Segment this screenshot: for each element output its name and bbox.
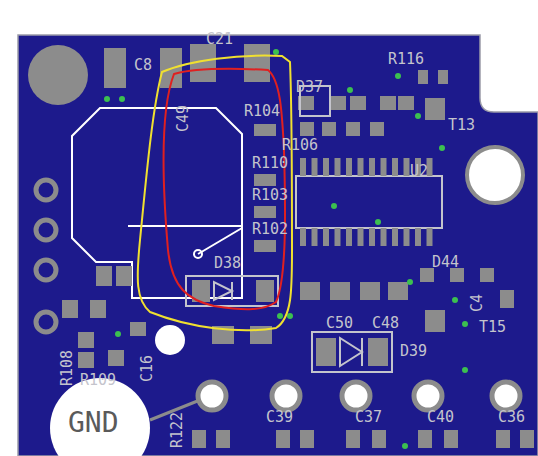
- part-label: R122: [170, 412, 185, 448]
- test-points: [198, 382, 520, 410]
- ic-outline: [296, 176, 442, 228]
- part-label: C50: [326, 316, 353, 331]
- part-label: C39: [266, 410, 293, 425]
- part-label: R104: [244, 104, 280, 119]
- part-label: C36: [498, 410, 525, 425]
- part-label: T15: [479, 320, 506, 335]
- part-label: R116: [388, 52, 424, 67]
- ic-pins: [300, 158, 433, 246]
- connector-pads: [36, 180, 56, 332]
- part-label: R109: [80, 373, 116, 388]
- part-label: C16: [140, 355, 155, 382]
- part-label: R110: [252, 156, 288, 171]
- mounting-hole: [467, 147, 523, 203]
- part-label: C8: [134, 58, 152, 73]
- part-label: D37: [296, 80, 323, 95]
- mounting-hole: [155, 325, 185, 355]
- net-label: GND: [68, 409, 119, 437]
- part-label: C48: [372, 316, 399, 331]
- part-label: D38: [214, 256, 241, 271]
- part-label: R106: [282, 138, 318, 153]
- vias: [104, 49, 468, 449]
- part-label: C40: [427, 410, 454, 425]
- part-label: C49: [176, 105, 191, 132]
- part-label: C21: [206, 32, 233, 47]
- yellow-loop: [138, 56, 292, 331]
- part-label: C37: [355, 410, 382, 425]
- part-label: U2: [410, 164, 428, 179]
- part-label: R103: [252, 188, 288, 203]
- part-label: R108: [60, 350, 75, 386]
- part-label: D39: [400, 344, 427, 359]
- part-label: D44: [432, 255, 459, 270]
- bottom-pads: [192, 430, 534, 448]
- part-label: C4: [470, 294, 485, 312]
- part-label: T13: [448, 118, 475, 133]
- mounting-pad: [28, 45, 88, 105]
- holder-outline: [72, 108, 242, 298]
- part-label: R102: [252, 222, 288, 237]
- smd-pads: [62, 44, 514, 368]
- gnd-pad: [50, 378, 150, 456]
